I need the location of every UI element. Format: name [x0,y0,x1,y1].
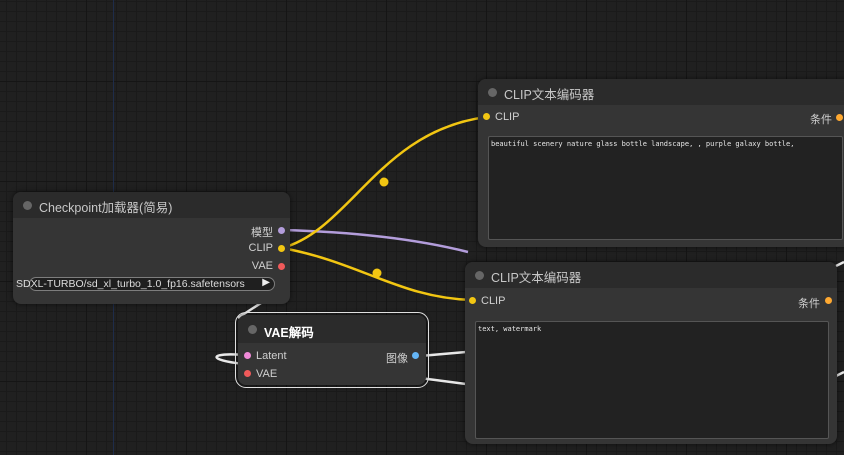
collapse-dot-icon[interactable] [488,88,497,97]
node-title-bar[interactable]: CLIP文本编码器 [478,79,844,105]
output-label-cond: 条件 [810,114,832,126]
wire-right-edge-1 [835,260,844,268]
output-dot-model[interactable] [278,227,285,234]
wire-clip-bottom-midpoint[interactable] [372,268,382,278]
output-dot-image[interactable] [412,352,419,359]
output-dot-clip[interactable] [278,245,285,252]
wire-image-out-2 [419,376,467,386]
wire-latent-in [215,353,245,366]
output-label-vae: VAE [251,260,273,272]
node-title-bar[interactable]: VAE解码 [238,315,426,343]
vae-decode-node[interactable]: VAE解码 Latent VAE 图像 [235,312,429,388]
wire-model [281,228,469,254]
node-title: VAE解码 [264,326,314,340]
clip-text-encode-node-bottom[interactable]: CLIP文本编码器 CLIP 条件 text, watermark [465,262,837,444]
wire-clip-top [281,115,488,250]
output-dot-cond[interactable] [825,297,832,304]
wire-image-out [419,350,467,358]
output-label-image: 图像 [386,353,408,365]
wire-clip-bottom [281,246,473,302]
prompt-textarea[interactable]: text, watermark [475,321,829,439]
node-title: Checkpoint加载器(简易) [39,201,173,215]
output-dot-cond[interactable] [836,114,843,121]
ckpt-name-combo[interactable]: SDXL-TURBO/sd_xl_turbo_1.0_fp16.safetens… [16,277,275,291]
wire-right-edge-2 [835,370,844,378]
prompt-textarea[interactable]: beautiful scenery nature glass bottle la… [488,136,843,240]
output-label-model: 模型 [251,227,273,239]
collapse-dot-icon[interactable] [248,325,257,334]
collapse-dot-icon[interactable] [23,201,32,210]
node-title-bar[interactable]: Checkpoint加载器(简易) [13,192,290,218]
ckpt-name-value: SDXL-TURBO/sd_xl_turbo_1.0_fp16.safetens… [16,278,245,290]
input-dot-vae[interactable] [244,370,251,377]
wire-clip-top-midpoint[interactable] [379,177,389,187]
input-dot-latent[interactable] [244,352,251,359]
node-title: CLIP文本编码器 [504,88,595,102]
combo-arrow-right-icon[interactable]: ▶ [262,277,270,288]
input-dot-clip[interactable] [469,297,476,304]
output-label-clip: CLIP [248,242,273,254]
node-title: CLIP文本编码器 [491,271,582,285]
output-dot-vae[interactable] [278,263,285,270]
input-label-vae: VAE [256,368,278,380]
checkpoint-loader-node[interactable]: Checkpoint加载器(简易) 模型 CLIP VAE SDXL-TURBO… [13,192,290,304]
input-label-latent: Latent [256,350,287,362]
node-title-bar[interactable]: CLIP文本编码器 [465,262,837,288]
input-label-clip: CLIP [495,111,520,123]
output-label-cond: 条件 [798,298,820,310]
input-dot-clip[interactable] [483,113,490,120]
input-label-clip: CLIP [481,295,506,307]
clip-text-encode-node-top[interactable]: CLIP文本编码器 CLIP 条件 beautiful scenery natu… [478,79,844,247]
collapse-dot-icon[interactable] [475,271,484,280]
